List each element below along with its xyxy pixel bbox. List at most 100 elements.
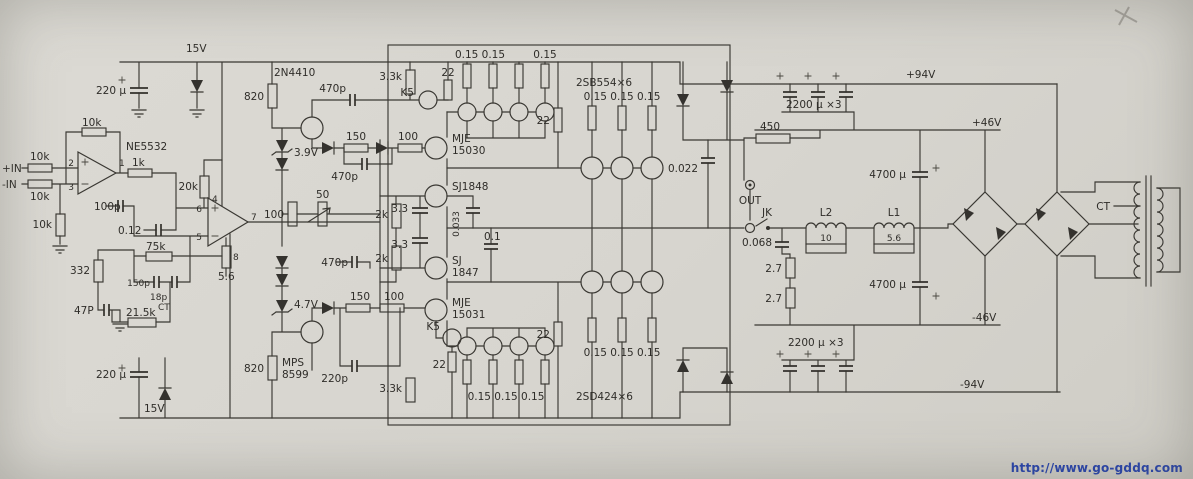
- label-c-47p: 47P: [74, 305, 94, 317]
- label-c-470p-mid2: 470p: [321, 257, 348, 269]
- label-r-33k-top: 3.3k: [379, 71, 403, 83]
- label-r-22-top: 22: [441, 67, 454, 79]
- output-module-outline: [387, 44, 731, 426]
- transformer-primary-winding: [1156, 187, 1164, 273]
- label-z-39: 3.9V: [294, 147, 319, 159]
- label-row-015-top-right: 0.15: [533, 49, 556, 61]
- inductor-l2: [805, 222, 847, 229]
- label-c-18p: 18p: [150, 293, 167, 303]
- label-z-47: 4.7V: [294, 299, 319, 311]
- label-q-mps8599-l1: MPS: [282, 357, 304, 369]
- label-r-2k-up: 2k: [375, 209, 389, 221]
- scan-mark: [1114, 6, 1138, 26]
- transistor-sj1847: [424, 256, 448, 280]
- label-r-27-b: 2.7: [765, 293, 782, 305]
- label-q-mje15031-l2: 15031: [452, 309, 485, 321]
- label-r-332: 332: [70, 265, 90, 277]
- transistor-sj1848: [424, 184, 448, 208]
- label-rail-p46: +46V: [972, 117, 1002, 129]
- polarity-marks: [81, 72, 940, 372]
- label-ic-ne5532: NE5532: [126, 141, 167, 153]
- label-k5-bot: K5: [426, 321, 440, 333]
- label-row-015-midbot: 0.15 0.15 0.15: [584, 347, 661, 359]
- label-q-sj1847-l1: SJ: [452, 255, 462, 267]
- label-q-mje15030-l1: MJE: [452, 133, 471, 145]
- label-rail-n94: -94V: [960, 379, 985, 391]
- label-r-10k-in1: 10k: [30, 151, 50, 163]
- transistors: [300, 90, 664, 356]
- opamps: [77, 150, 250, 248]
- label-c-220p: 220p: [321, 373, 348, 385]
- label-in-plus: +IN: [2, 163, 22, 175]
- label-l1: L1: [888, 207, 901, 219]
- label-r-27-a: 2.7: [765, 263, 782, 275]
- label-r-100-mid: 100: [264, 209, 284, 221]
- label-r-75k: 75k: [146, 241, 166, 253]
- label-q-mps8599-l2: 8599: [282, 369, 309, 381]
- label-r-820-bot: 820: [244, 363, 264, 375]
- label-q-mje15031-l1: MJE: [452, 297, 471, 309]
- label-c-470p-top: 470p: [319, 83, 346, 95]
- label-rail-p94: +94V: [906, 69, 936, 81]
- label-c-01: 0.1: [484, 231, 501, 243]
- label-pin-3: 3: [68, 183, 74, 193]
- label-ct-right: CT: [1096, 201, 1110, 213]
- label-supply-15v-bot: 15V: [144, 403, 165, 415]
- bridge-rectifier-1: [952, 191, 1018, 257]
- label-pin-5: 5: [196, 233, 202, 243]
- transistor-mps8599: [300, 320, 324, 344]
- label-cap-220u-top: 220 μ: [96, 85, 126, 97]
- label-r-215k: 21.5k: [126, 307, 156, 319]
- opamp-ne5532-b: [207, 196, 250, 248]
- resistors: [27, 63, 915, 403]
- bridge-rectifier-2: [1024, 191, 1090, 257]
- label-ct-left: CT: [158, 303, 170, 313]
- transformer: [1133, 181, 1164, 279]
- label-r-1k: 1k: [132, 157, 146, 169]
- opamp-ne5532-a: [77, 150, 118, 196]
- terminals: [744, 179, 770, 234]
- label-r-450: 450: [760, 121, 780, 133]
- diodes: [158, 80, 734, 400]
- label-c-0068: 0.068: [742, 237, 772, 249]
- transistor-k5-bottom: [442, 328, 462, 348]
- label-c-100p: 100p: [94, 201, 121, 213]
- capacitors: [103, 87, 928, 378]
- transistor-k5-top: [418, 90, 438, 110]
- label-c-012: 0.12: [118, 225, 141, 237]
- label-r-150-top: 150: [346, 131, 366, 143]
- label-r-22-midbot: 22: [537, 329, 550, 341]
- watermark-link[interactable]: http://www.go-gddq.com: [1010, 461, 1183, 475]
- label-q-2n4410: 2N4410: [274, 67, 315, 79]
- label-row-015-midtop: 0.15 0.15 0.15: [584, 91, 661, 103]
- label-r-56-damp: 5.6: [887, 234, 902, 244]
- label-cap-2200u-bot: 2200 μ ×3: [788, 337, 844, 349]
- label-r-20k: 20k: [179, 181, 199, 193]
- ground-symbols: [52, 109, 205, 332]
- coils: [805, 222, 915, 229]
- label-l2: L2: [820, 207, 833, 219]
- label-pin-7: 7: [251, 213, 257, 223]
- label-r-100-top: 100: [398, 131, 418, 143]
- jk-jack-terminal: [744, 222, 756, 234]
- label-pin-1: 1: [119, 159, 125, 169]
- label-c-470p-mid1: 470p: [331, 171, 358, 183]
- label-cap-220u-bot: 220 μ: [96, 369, 126, 381]
- label-bank-bot: 2SD424×6: [576, 391, 633, 403]
- wiring: [21, 6, 1181, 419]
- transistor-2n4410: [300, 116, 324, 140]
- label-pin-2: 2: [68, 159, 74, 169]
- label-pin-6: 6: [196, 205, 202, 215]
- label-cap-4700u-bot: 4700 μ: [869, 279, 906, 291]
- label-r-100-bot: 100: [384, 291, 404, 303]
- label-bank-top: 2SB554×6: [576, 77, 632, 89]
- label-pin-4: 4: [212, 195, 218, 205]
- label-c-33-dn: 3.3: [391, 239, 408, 251]
- label-c-0033: 0.033: [452, 211, 462, 237]
- label-r-50: 50: [316, 189, 329, 201]
- label-supply-15v-top: 15V: [186, 43, 207, 55]
- label-jk: JK: [761, 207, 773, 219]
- inductor-l1: [873, 222, 915, 229]
